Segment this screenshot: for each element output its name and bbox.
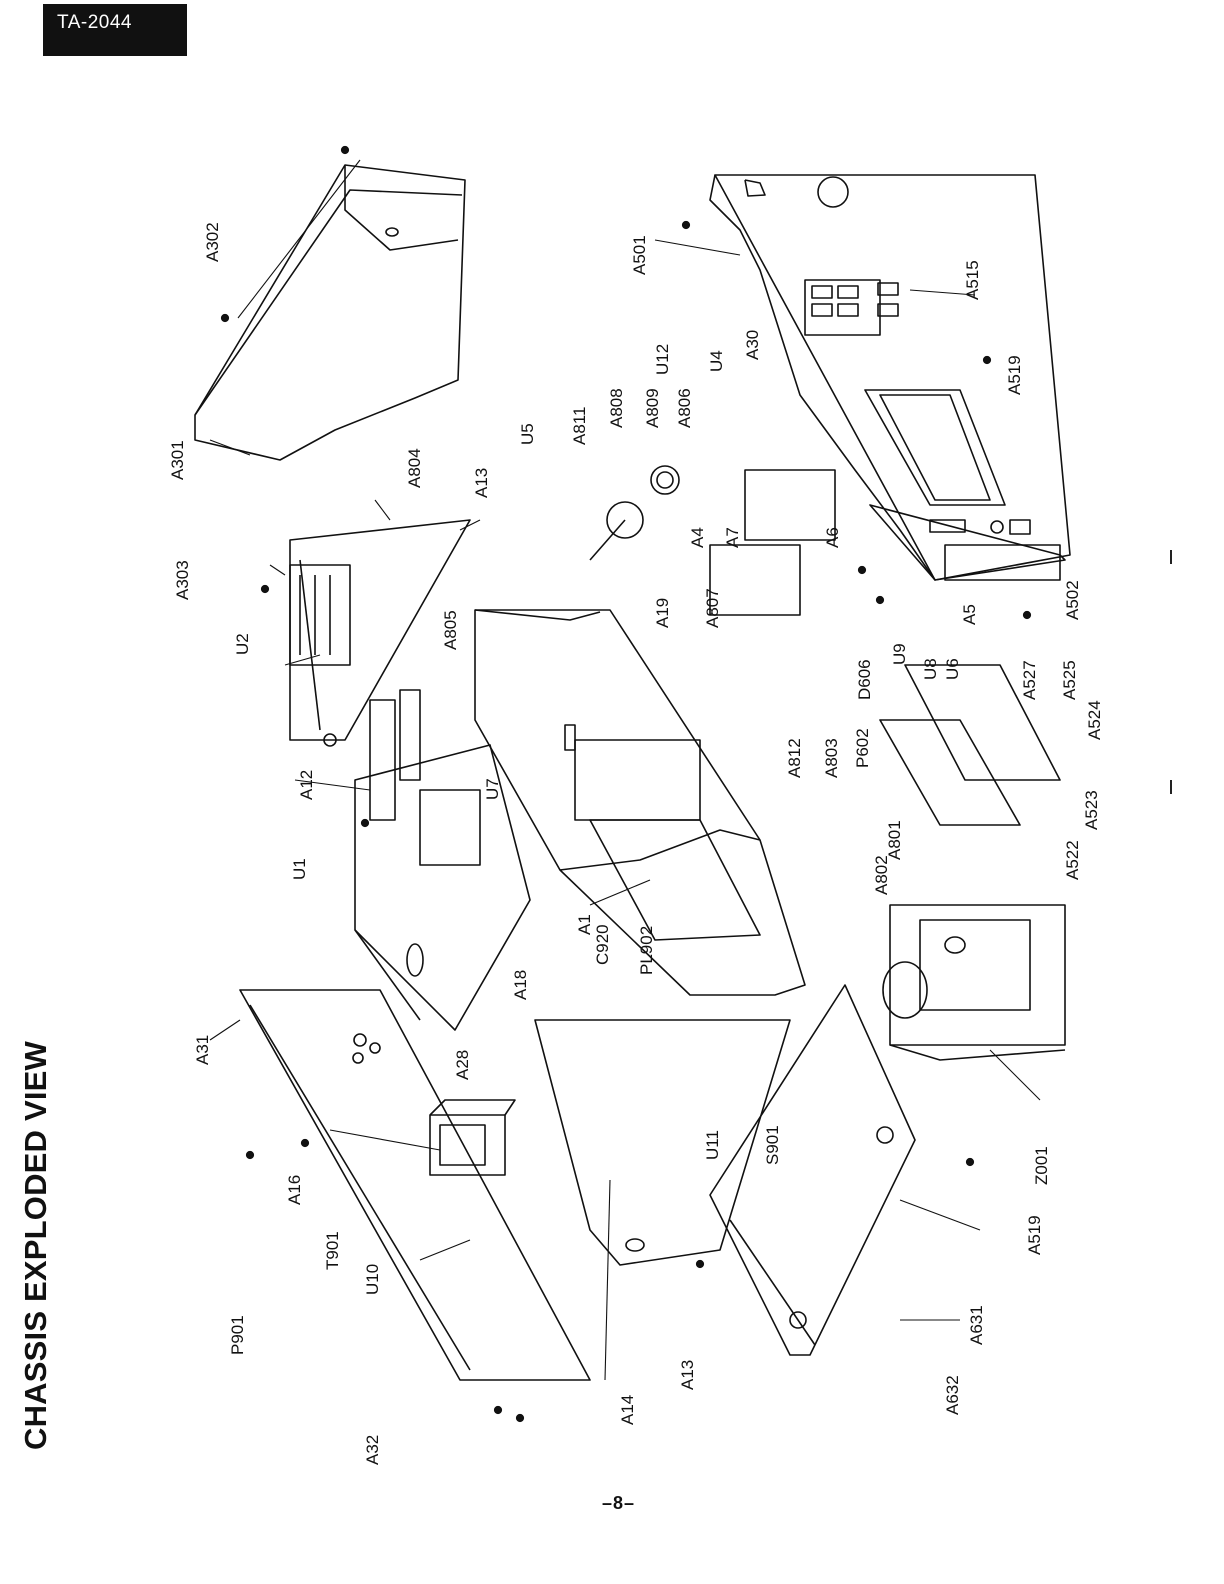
callout-label-a32: A32 <box>363 1435 382 1465</box>
callout-label-a632: A632 <box>943 1375 962 1415</box>
callout-label-a30: A30 <box>743 330 762 360</box>
callout-label-u5: U5 <box>518 423 537 445</box>
bottom-cover-part <box>710 985 915 1355</box>
callout-label-a19: A19 <box>653 598 672 628</box>
callout-label-a515: A515 <box>963 260 982 300</box>
sub-panel-part <box>870 505 1065 580</box>
callout-label-a807: A807 <box>703 588 722 628</box>
callout-label-p602: P602 <box>853 728 872 768</box>
callout-label-u7: U7 <box>483 778 502 800</box>
callout-label-u2: U2 <box>233 633 252 655</box>
callout-label-a631: A631 <box>967 1305 986 1345</box>
callout-label-a809: A809 <box>643 388 662 428</box>
callout-label-u12: U12 <box>653 344 672 375</box>
callout-label-u4: U4 <box>707 350 726 372</box>
transformer-part <box>430 1100 515 1175</box>
callout-label-t901: T901 <box>323 1231 342 1270</box>
callout-label-a1: A1 <box>575 914 594 935</box>
callout-label-a801: A801 <box>885 820 904 860</box>
callout-label-a13: A13 <box>678 1360 697 1390</box>
callout-label-a525: A525 <box>1060 660 1079 700</box>
callout-label-a802: A802 <box>872 855 891 895</box>
callout-label-a18: A18 <box>511 970 530 1000</box>
callout-label-u11: U11 <box>703 1130 722 1160</box>
callout-label-a14: A14 <box>618 1395 637 1425</box>
callout-label-a7: A7 <box>723 527 742 548</box>
callout-label-a804: A804 <box>405 448 424 488</box>
callout-label-a5: A5 <box>960 604 979 625</box>
callout-label-a811: A811 <box>570 407 589 445</box>
callout-label-a502: A502 <box>1063 580 1082 620</box>
callout-label-pl902: PL902 <box>637 926 656 975</box>
callout-label-a808: A808 <box>607 388 626 428</box>
callout-label-s901: S901 <box>763 1125 782 1165</box>
callout-label-a12: A12 <box>297 770 316 800</box>
callout-label-a4: A4 <box>688 527 707 548</box>
callout-label-u1: U1 <box>290 858 309 880</box>
switch-board-part <box>745 470 835 540</box>
callout-label-a523: A523 <box>1082 790 1101 830</box>
callout-leaders <box>210 160 1040 1380</box>
input-board-part <box>290 565 350 665</box>
callout-label-a806: A806 <box>675 388 694 428</box>
page-number: –8– <box>602 1493 635 1514</box>
callout-label-u9: U9 <box>890 643 909 665</box>
callout-label-a524: A524 <box>1085 700 1104 740</box>
callout-label-a302: A302 <box>203 222 222 262</box>
top-cover-part <box>195 165 465 460</box>
callout-label-a301: A301 <box>168 440 187 480</box>
callout-label-a519: A519 <box>1005 355 1024 395</box>
callout-label-a16: A16 <box>285 1175 304 1205</box>
callout-label-a31: A31 <box>193 1035 212 1065</box>
callout-label-a522: A522 <box>1063 840 1082 880</box>
callout-label-a812: A812 <box>785 738 804 778</box>
callout-label-z001: Z001 <box>1032 1146 1051 1185</box>
callout-label-a805: A805 <box>441 610 460 650</box>
callout-label-a803: A803 <box>822 738 841 778</box>
callout-label-a501: A501 <box>630 235 649 275</box>
callout-label-u8: U8 <box>921 658 940 680</box>
callout-label-a6: A6 <box>823 527 842 548</box>
callout-label-p901: P901 <box>228 1315 247 1355</box>
callout-label-a519: A519 <box>1025 1215 1044 1255</box>
callout-label-a28: A28 <box>453 1050 472 1080</box>
tape-mechanism-part <box>883 905 1065 1060</box>
switch-board-part <box>710 545 800 615</box>
control-knob-part <box>590 466 679 560</box>
power-bracket-part <box>535 1020 790 1265</box>
callout-label-a13: A13 <box>472 468 491 498</box>
callout-label-u6: U6 <box>943 658 962 680</box>
callout-label-u10: U10 <box>363 1264 382 1295</box>
callout-label-d606: D606 <box>855 659 874 700</box>
callout-label-a303: A303 <box>173 560 192 600</box>
callout-label-a527: A527 <box>1020 660 1039 700</box>
callout-label-c920: C920 <box>593 924 612 965</box>
screw-markers <box>222 147 1031 1422</box>
rear-circuit-board-part <box>355 745 530 1030</box>
